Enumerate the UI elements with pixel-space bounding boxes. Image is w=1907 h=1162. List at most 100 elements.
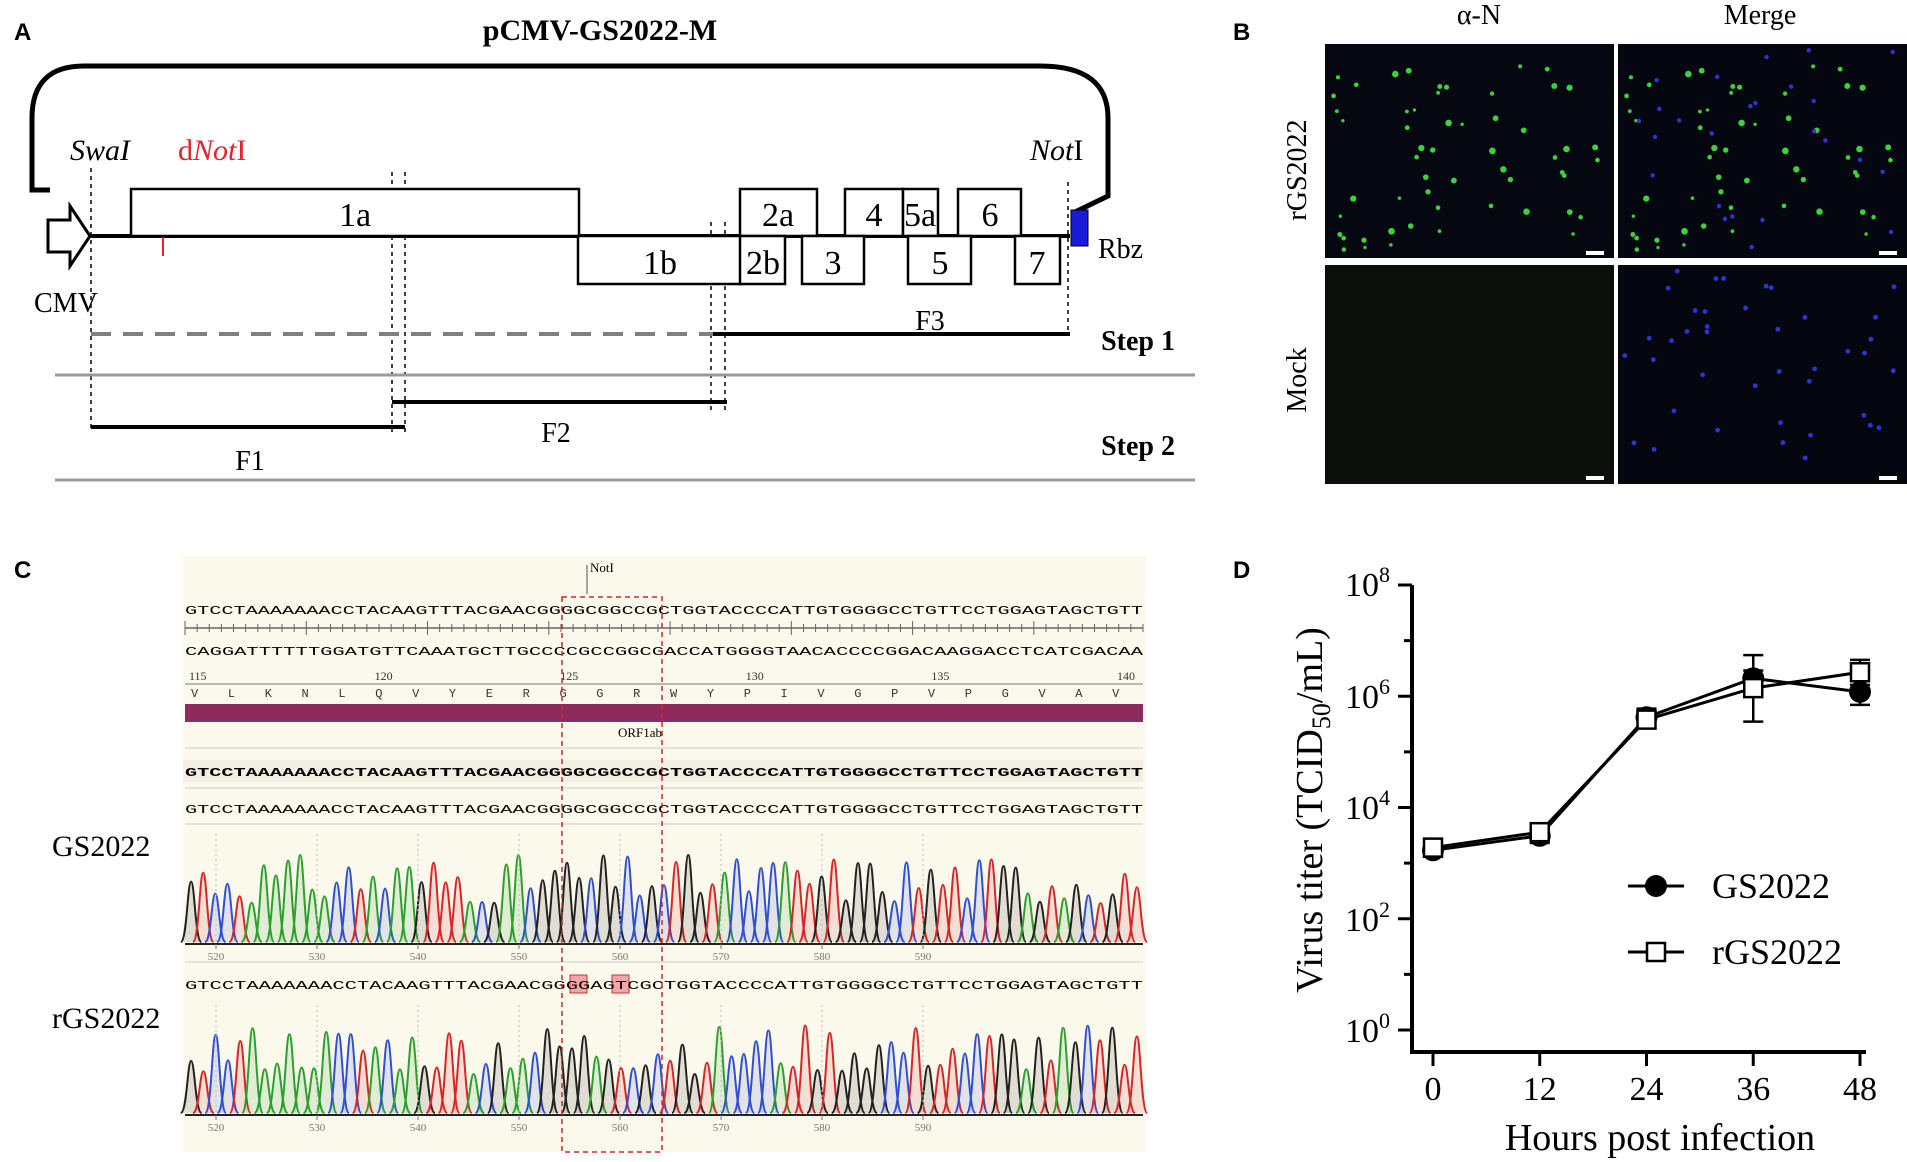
amino-acid: A bbox=[1075, 687, 1083, 701]
blue-nucleus bbox=[1890, 368, 1896, 374]
green-cell bbox=[1392, 70, 1399, 78]
micrograph-rgs-merge bbox=[1618, 44, 1907, 258]
green-cell bbox=[1871, 214, 1876, 220]
residue-position: 135 bbox=[931, 669, 949, 683]
blue-nucleus bbox=[1721, 276, 1726, 281]
green-cell bbox=[1443, 84, 1450, 90]
green-cell bbox=[1624, 93, 1629, 99]
green-cell bbox=[1500, 166, 1507, 173]
blue-nucleus bbox=[1780, 440, 1786, 445]
x-tick-label: 0 bbox=[1425, 1071, 1442, 1108]
lower-gene-boxes bbox=[576, 234, 1062, 286]
green-cell bbox=[1429, 147, 1436, 153]
green-cell bbox=[1492, 115, 1499, 122]
amino-acid: G bbox=[596, 687, 603, 701]
row-label-rgs2022: rGS2022 bbox=[1282, 119, 1313, 220]
base-peak bbox=[1125, 1035, 1149, 1114]
blue-nucleus bbox=[1776, 369, 1782, 374]
blue-nucleus bbox=[1692, 308, 1698, 313]
micrograph-rgs-alpha-n bbox=[1325, 44, 1614, 258]
cmv-promoter-arrow-icon bbox=[46, 201, 92, 271]
amino-acid: Y bbox=[449, 687, 456, 701]
green-cell bbox=[1859, 84, 1866, 91]
amino-acid: G bbox=[559, 687, 566, 701]
blue-nucleus bbox=[1763, 283, 1769, 289]
trace-tick-label: 530 bbox=[309, 951, 326, 963]
base-peak bbox=[1100, 1026, 1124, 1114]
panel-d: D 108 106 104 102 100 Virus titer (TCID5… bbox=[1233, 557, 1877, 1159]
legend: GS2022 rGS2022 bbox=[1628, 866, 1842, 972]
amino-acid: W bbox=[670, 687, 678, 701]
amino-acid: N bbox=[302, 687, 309, 701]
blue-nucleus bbox=[1722, 216, 1728, 222]
green-cell bbox=[1337, 232, 1343, 238]
blue-nucleus bbox=[1704, 329, 1710, 335]
blue-nucleus bbox=[1651, 447, 1657, 452]
residue-position: 115 bbox=[189, 669, 207, 683]
mutation-highlight-1 bbox=[569, 974, 588, 994]
green-cell bbox=[1711, 144, 1718, 152]
green-cell bbox=[1634, 235, 1639, 241]
blue-nucleus bbox=[1873, 314, 1878, 320]
gene-box-1a bbox=[129, 187, 581, 238]
green-cell bbox=[1697, 125, 1703, 131]
green-cell bbox=[1837, 66, 1843, 72]
green-cell bbox=[1350, 195, 1357, 202]
y-axis-label: Virus titer (TCID50/mL) bbox=[1289, 627, 1336, 993]
trace-tick-label: 580 bbox=[814, 1122, 831, 1134]
green-cell bbox=[1627, 109, 1632, 114]
panel-label-c: C bbox=[14, 557, 31, 584]
gene-box-6 bbox=[956, 187, 1023, 238]
green-cell bbox=[1730, 84, 1736, 90]
green-cell bbox=[1753, 122, 1757, 127]
green-cell bbox=[1811, 64, 1816, 69]
base-peak bbox=[1125, 886, 1149, 943]
row-label-mock: Mock bbox=[1282, 347, 1313, 412]
panel-c: C NotI GTCCTAAAAAAACCTACAAGTTTACGAACGGGG… bbox=[14, 556, 1149, 1153]
green-cell bbox=[1700, 223, 1707, 229]
micrograph-mock-alpha-n bbox=[1325, 265, 1614, 484]
green-cell bbox=[1630, 232, 1636, 238]
green-cell bbox=[1854, 173, 1860, 178]
amino-acid: G bbox=[1002, 687, 1009, 701]
green-cell bbox=[1414, 154, 1419, 160]
green-cell bbox=[1334, 109, 1339, 114]
green-cell bbox=[1705, 108, 1710, 112]
blue-nucleus bbox=[1669, 338, 1675, 344]
gene-box-4 bbox=[843, 187, 905, 238]
amino-acid: E bbox=[486, 687, 493, 701]
trace-tick-label: 560 bbox=[612, 951, 629, 963]
noti-label: NotI bbox=[1029, 134, 1083, 167]
green-cell bbox=[1518, 64, 1523, 69]
green-cell bbox=[1341, 118, 1345, 123]
blue-nucleus bbox=[1768, 285, 1774, 291]
scale-bar bbox=[1586, 476, 1604, 480]
green-cell bbox=[1488, 203, 1494, 209]
green-cell bbox=[1643, 195, 1650, 202]
fluorescent-cells bbox=[1331, 48, 1897, 461]
green-cell bbox=[1682, 243, 1686, 247]
green-cell bbox=[1489, 91, 1495, 96]
trace-tick-label: 520 bbox=[208, 1122, 225, 1134]
panel-b: B α-N Merge rGS2022 Mock bbox=[1233, 0, 1907, 484]
blue-nucleus bbox=[1652, 134, 1658, 140]
green-cell bbox=[1845, 155, 1851, 160]
green-cell bbox=[1436, 90, 1441, 95]
blue-nucleus bbox=[1716, 203, 1722, 209]
blue-nucleus bbox=[1845, 348, 1851, 354]
gene-label-5a: 5a bbox=[904, 197, 936, 234]
gs2022-chromatogram-trace bbox=[179, 853, 1149, 943]
ribozyme-block bbox=[1070, 209, 1089, 247]
series-line-gs2022 bbox=[1432, 676, 1861, 852]
fragment-f2-label: F2 bbox=[541, 418, 571, 449]
green-cell bbox=[1578, 214, 1583, 220]
data-point-rgs2022 bbox=[1743, 677, 1764, 699]
blue-nucleus bbox=[1812, 366, 1818, 372]
green-cell bbox=[1859, 209, 1866, 215]
dnoti-label: dNotI bbox=[178, 134, 246, 167]
gene-box-2b bbox=[738, 234, 787, 286]
green-cell bbox=[1551, 82, 1558, 89]
gene-box-5a bbox=[901, 187, 940, 238]
trace-tick-label: 550 bbox=[511, 1122, 528, 1134]
